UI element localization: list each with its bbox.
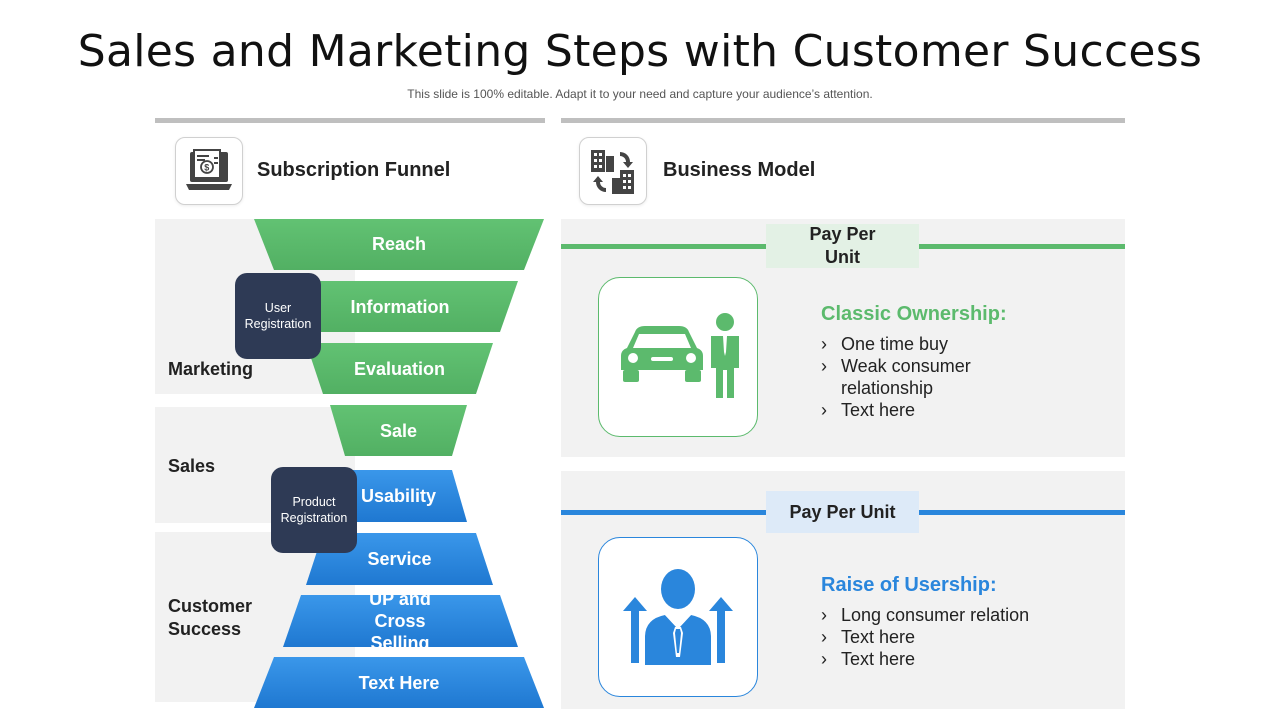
bullet-item: Text here xyxy=(821,399,1021,421)
slide-subtitle: This slide is 100% editable. Adapt it to… xyxy=(407,87,873,101)
funnel-label-information: Information xyxy=(350,297,450,317)
bullet-item: Long consumer relation xyxy=(821,604,1061,626)
product-registration-box: Product Registration xyxy=(271,467,357,553)
model-tag-2: Pay Per Unit xyxy=(766,491,919,533)
funnel-label-text-here: Text Here xyxy=(358,673,440,693)
funnel-top-rule xyxy=(155,118,545,123)
model-tag-1: Pay Per Unit xyxy=(766,224,919,268)
user-growth-icon xyxy=(598,537,758,697)
model-heading-usership: Raise of Usership: xyxy=(821,574,997,596)
invoice-laptop-icon: $ xyxy=(175,137,243,205)
band-label-customer-success: Customer Success xyxy=(168,596,253,639)
funnel-label-sale: Sale xyxy=(379,421,418,441)
model-tag-2-label: Pay Per Unit xyxy=(789,501,896,522)
bullet-item: Text here xyxy=(821,626,1061,648)
band-label-sales: Sales xyxy=(168,456,216,476)
user-registration-box: User Registration xyxy=(235,273,321,359)
funnel-step-reach xyxy=(254,219,544,270)
svg-text:$: $ xyxy=(204,163,209,173)
model-section-title: Business Model xyxy=(663,159,816,181)
model-top-rule xyxy=(561,118,1125,123)
model-bullets-ownership: One time buy Weak consumer relationship … xyxy=(821,333,1021,421)
model-bullets-usership: Long consumer relation Text here Text he… xyxy=(821,604,1061,670)
model-tag-1-label: Pay Per Unit xyxy=(809,224,876,267)
car-owner-icon xyxy=(598,277,758,437)
model-heading-ownership: Classic Ownership: xyxy=(821,303,1007,325)
funnel-step-cross-selling xyxy=(283,595,518,647)
product-registration-label: Product Registration xyxy=(280,495,348,525)
funnel-step-evaluation xyxy=(306,343,493,394)
funnel-label-cross-selling: UP and Cross Selling xyxy=(369,595,431,647)
bullet-item: Weak consumer relationship xyxy=(821,355,1021,399)
band-label-marketing: Marketing xyxy=(168,359,254,379)
funnel-label-service: Service xyxy=(367,549,432,569)
funnel-label-evaluation: Evaluation xyxy=(353,359,446,379)
bullet-item: One time buy xyxy=(821,333,1021,355)
buildings-exchange-icon xyxy=(579,137,647,205)
user-registration-label: User Registration xyxy=(244,301,312,331)
funnel-step-usability xyxy=(330,470,467,522)
funnel-section-title: Subscription Funnel xyxy=(257,159,451,181)
bullet-item: Text here xyxy=(821,648,1061,670)
funnel-step-sale xyxy=(330,405,467,456)
funnel-label-usability: Usability xyxy=(360,486,437,506)
funnel-step-text-here xyxy=(254,657,544,708)
slide-title: Sales and Marketing Steps with Customer … xyxy=(77,26,1203,77)
funnel-label-reach: Reach xyxy=(371,234,427,254)
funnel-label-cross-selling-wrap: UP and Cross Selling xyxy=(301,595,499,647)
funnel-step-information xyxy=(283,281,518,332)
